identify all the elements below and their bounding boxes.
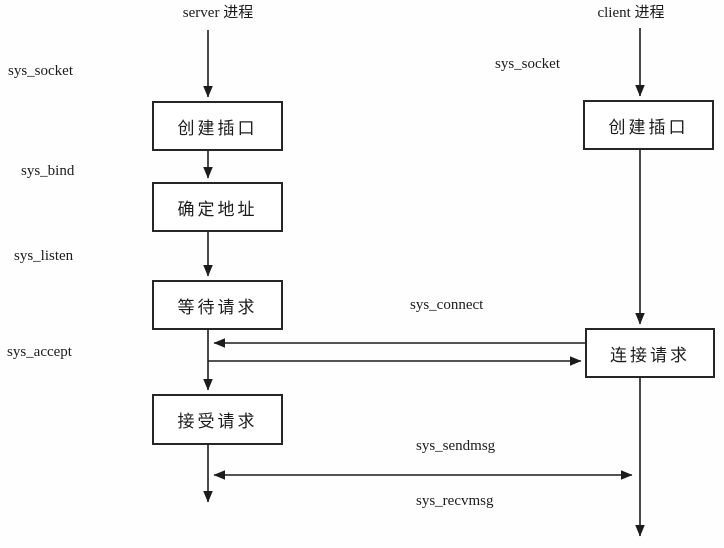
- server-create-socket-box: 创建插口: [152, 101, 283, 151]
- client-connect-request-box: 连接请求: [585, 328, 715, 378]
- syscall-label-sys-bind: sys_bind: [21, 163, 75, 179]
- syscall-label-sys-sendmsg: sys_sendmsg: [416, 438, 496, 454]
- syscall-label-sys-socket-server: sys_socket: [8, 63, 73, 79]
- server-process-title: server 进程: [182, 5, 254, 21]
- server-create-socket-label: 创建插口: [177, 118, 258, 138]
- server-bind-address-box: 确定地址: [152, 182, 283, 232]
- server-accept-request-label: 接受请求: [177, 412, 258, 431]
- client-create-socket-label: 创建插口: [608, 117, 689, 137]
- client-create-socket-box: 创建插口: [583, 100, 714, 150]
- server-wait-request-label: 等待请求: [177, 297, 258, 317]
- syscall-label-sys-accept: sys_accept: [7, 344, 72, 360]
- client-connect-request-label: 连接请求: [610, 345, 690, 365]
- syscall-label-sys-recvmsg: sys_recvmsg: [416, 493, 494, 509]
- server-bind-address-label: 确定地址: [177, 199, 258, 219]
- server-wait-request-box: 等待请求: [152, 280, 283, 330]
- syscall-label-sys-connect: sys_connect: [410, 297, 484, 313]
- client-process-title: client 进程: [597, 5, 665, 21]
- syscall-label-sys-listen: sys_listen: [14, 248, 74, 264]
- server-accept-request-box: 接受请求: [152, 394, 283, 445]
- syscall-label-sys-socket-client: sys_socket: [495, 56, 560, 72]
